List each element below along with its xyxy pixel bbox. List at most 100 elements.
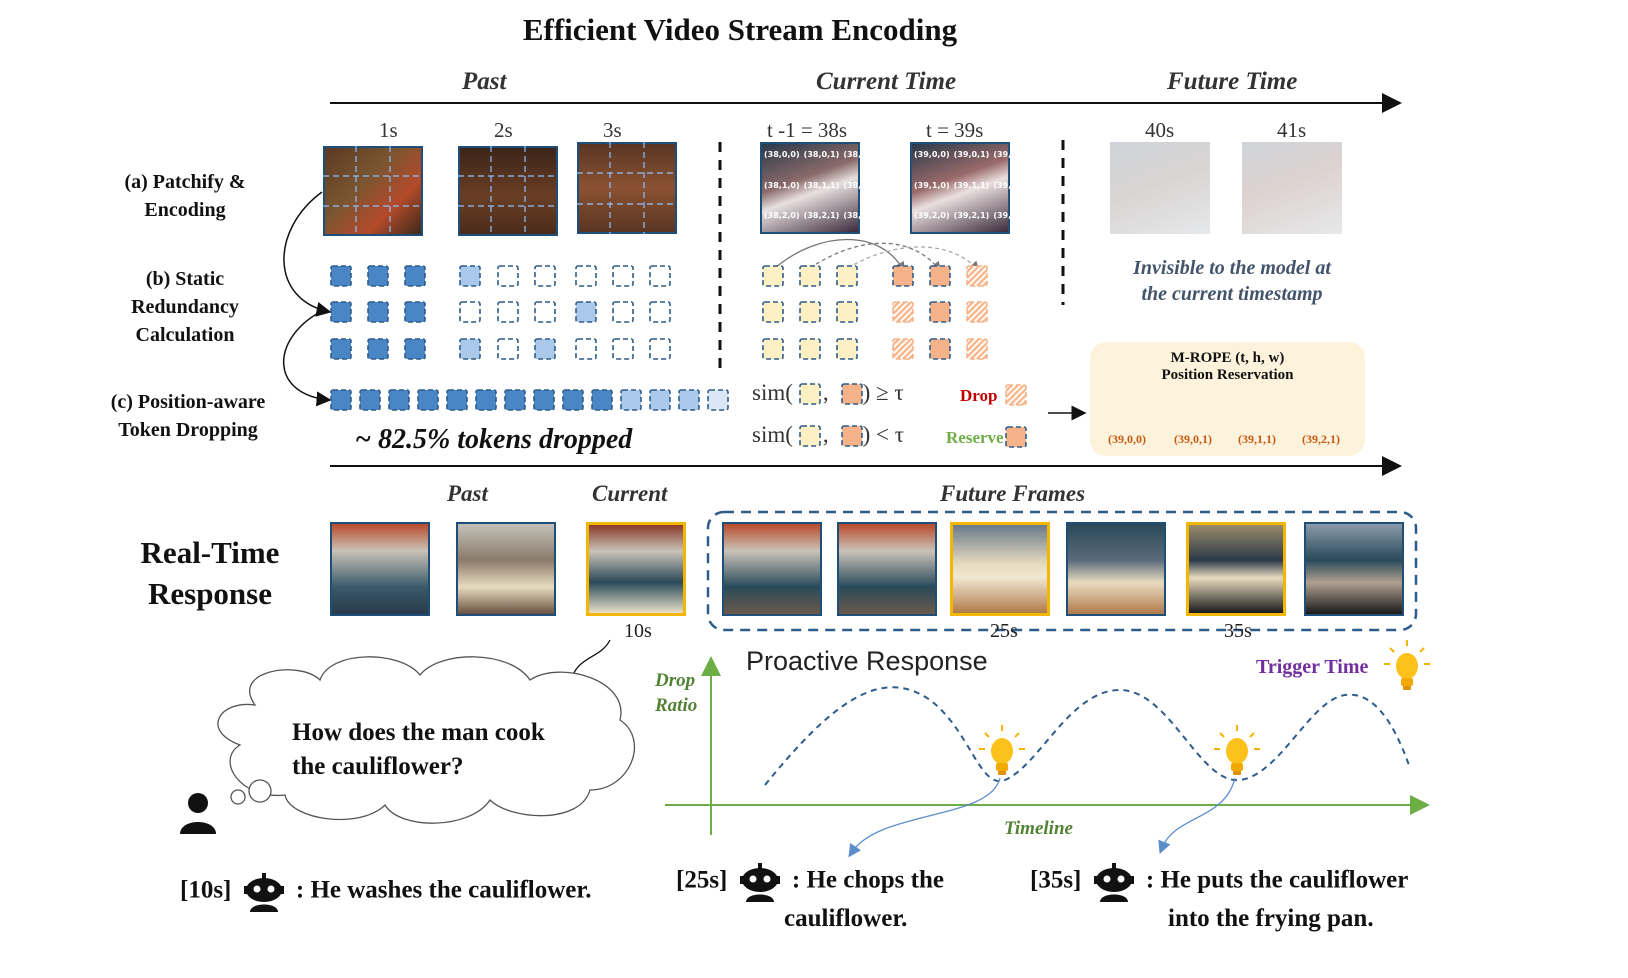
arrow-a-to-b <box>283 191 332 317</box>
time-label-38s: t -1 = 38s <box>767 118 848 142</box>
token-39s <box>929 265 951 287</box>
static-redundancy-token <box>367 301 389 323</box>
frame-2s <box>458 146 558 236</box>
patch-label: (38,0,2) <box>843 150 879 159</box>
chart-xlabel: Timeline <box>1004 818 1073 839</box>
kept-token <box>417 389 439 411</box>
token-39s <box>966 265 988 287</box>
chart-legend-trigger: Trigger Time <box>1256 656 1369 678</box>
kept-token <box>620 389 642 411</box>
static-redundancy-token <box>534 265 556 287</box>
mrope-pos-2: (39,0,1) <box>1174 432 1212 446</box>
static-redundancy-token <box>612 301 634 323</box>
patch-label: (39,0,0) <box>914 150 950 159</box>
static-redundancy-token <box>497 301 519 323</box>
kept-token <box>649 389 671 411</box>
rt-time-25s: 25s <box>990 620 1018 642</box>
user-icon <box>180 793 216 834</box>
frame-38s-patch-labels: (38,0,0) (38,0,1) (38,0,2) (38,1,0) (38,… <box>760 142 879 234</box>
sim-rule-drop: sim(,) ≥ τ <box>752 380 904 405</box>
time-label-41s: 41s <box>1277 118 1307 142</box>
token-38s <box>799 338 821 360</box>
arrow-b-to-c <box>283 311 332 407</box>
response-35s-line2: into the frying pan. <box>1168 905 1374 932</box>
lightbulb-icon <box>1384 640 1430 690</box>
kept-token <box>504 389 526 411</box>
patch-label: (39,1,0) <box>914 180 950 190</box>
static-redundancy-token <box>612 265 634 287</box>
token-38s <box>762 338 784 360</box>
patch-label: (38,2,0) <box>764 211 800 221</box>
time-label-39s: t = 39s <box>926 118 984 142</box>
static-redundancy-token <box>612 338 634 360</box>
static-redundancy-token <box>649 265 671 287</box>
frame-38s <box>760 142 860 234</box>
time-label-2s: 2s <box>494 118 513 142</box>
kept-token <box>446 389 468 411</box>
static-redundancy-token <box>330 301 352 323</box>
token-layer <box>330 265 1337 448</box>
static-redundancy-token <box>649 301 671 323</box>
static-redundancy-token <box>497 338 519 360</box>
token-38s <box>799 301 821 323</box>
time-label-40s: 40s <box>1145 118 1175 142</box>
sim-token-curr <box>841 383 863 405</box>
drop-token-legend <box>1005 384 1027 406</box>
kept-token <box>707 389 729 411</box>
response-25s-line2: cauliflower. <box>784 905 908 932</box>
mrope-subtitle: Position Reservation <box>1161 367 1294 383</box>
rt-frame-past-1 <box>330 522 430 616</box>
mrope-box: M-ROPE (t, h, w) Position Reservation <box>1090 342 1365 456</box>
thought-dot-large <box>248 779 272 803</box>
patch-label: (39,0,2) <box>993 150 1029 159</box>
time-label-3s: 3s <box>603 118 622 142</box>
mrope-title: M-ROPE (t, h, w) <box>1170 350 1285 366</box>
static-redundancy-token <box>367 338 389 360</box>
sim-arc-1 <box>767 239 905 276</box>
chart-title: Proactive Response <box>746 646 988 676</box>
robot-icon <box>739 863 780 902</box>
token-38s <box>836 265 858 287</box>
patch-label: (39,1,2) <box>993 180 1029 190</box>
trigger-arrow-25s <box>848 777 1001 858</box>
patch-label: (38,0,0) <box>764 150 800 159</box>
trigger-lightbulb-icon-35s <box>1214 725 1260 775</box>
rt-frame-future-25s <box>950 522 1050 616</box>
realtime-past: Past <box>447 481 488 506</box>
rt-time-10s: 10s <box>624 620 652 642</box>
static-redundancy-token <box>459 301 481 323</box>
realtime-future: Future Frames <box>940 481 1086 506</box>
patch-label: (39,2,0) <box>914 211 950 221</box>
frame-39s-patch-labels: (39,0,0) (39,0,1) (39,0,2) (39,1,0) (39,… <box>910 142 1029 234</box>
patch-label: (38,2,1) <box>803 211 840 221</box>
time-label-1s: 1s <box>379 118 398 142</box>
token-39s <box>892 265 914 287</box>
rt-frame-future-1 <box>722 522 822 616</box>
frame-1s <box>323 146 423 236</box>
token-38s <box>762 265 784 287</box>
token-39s <box>966 338 988 360</box>
kept-token <box>562 389 584 411</box>
patch-label: (38,1,2) <box>843 180 879 190</box>
sim-token-prev <box>799 425 821 447</box>
static-redundancy-token <box>575 301 597 323</box>
static-redundancy-token <box>367 265 389 287</box>
static-redundancy-token <box>459 338 481 360</box>
token-38s <box>762 301 784 323</box>
static-redundancy-token <box>649 338 671 360</box>
section-future-time: Future Time <box>1167 68 1298 95</box>
response-35s: [35s] : He puts the cauliflower into the… <box>1030 862 1408 936</box>
rt-frame-past-2 <box>456 522 556 616</box>
drop-ratio-curve <box>764 686 1411 786</box>
kept-token <box>388 389 410 411</box>
rt-frame-current <box>586 522 686 616</box>
mrope-pos-1: (39,0,0) <box>1108 432 1146 446</box>
rt-frame-future-4 <box>1066 522 1166 616</box>
reserve-token-legend <box>1005 426 1027 448</box>
static-redundancy-token <box>330 265 352 287</box>
static-redundancy-token <box>404 265 426 287</box>
rt-frame-future-6 <box>1304 522 1404 616</box>
section-current-time: Current Time <box>816 68 957 95</box>
